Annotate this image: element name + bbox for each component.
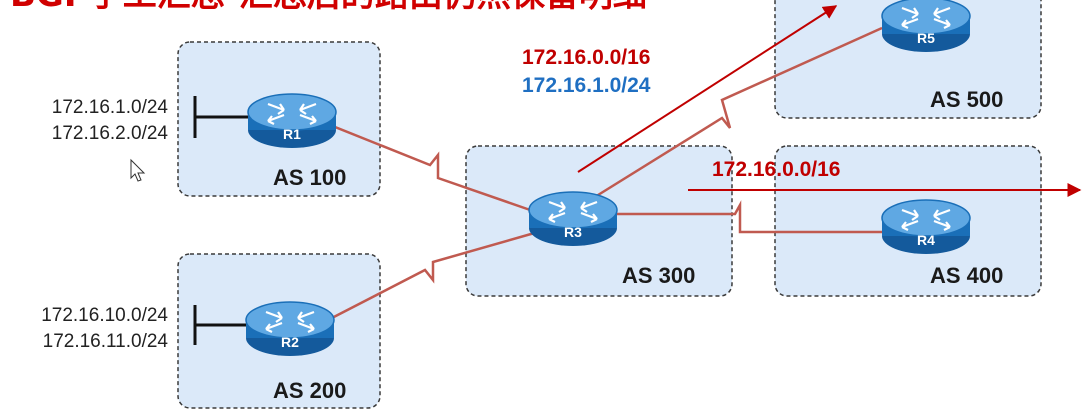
adv-to-r4-summary: 172.16.0.0/16 [712, 158, 840, 181]
r2-network-1: 172.16.10.0/24 [41, 305, 168, 326]
adv-to-r5-specific: 172.16.1.0/24 [522, 74, 651, 97]
router-arrows-icon [901, 6, 951, 29]
router-r1-label: R1 [283, 126, 301, 142]
as500-box [774, 0, 1042, 119]
link-r1-r3 [329, 123, 537, 214]
r2-network-2: 172.16.11.0/24 [43, 331, 169, 352]
link-r3-r5 [589, 26, 883, 202]
as200-label: AS 200 [273, 378, 346, 403]
router-r3[interactable]: R3 [528, 191, 618, 246]
router-r2[interactable]: R2 [245, 301, 335, 356]
link-r2-r3 [327, 230, 539, 322]
router-r3-label: R3 [564, 224, 582, 240]
router-r4[interactable]: R4 [881, 199, 971, 254]
title-fragment: BGP手工汇总-汇总后的路由仍然保留明细 [10, 0, 647, 15]
as300-label: AS 300 [622, 263, 695, 288]
slide-title: BGP手工汇总-汇总后的路由仍然保留明细 [10, 0, 647, 15]
router-arrows-icon [267, 102, 317, 125]
adv-to-r5-summary: 172.16.0.0/16 [522, 46, 650, 69]
arrow-to-r5 [577, 5, 838, 173]
router-arrows-icon [265, 310, 315, 333]
router-arrows-icon [548, 200, 598, 223]
as100-label: AS 100 [273, 165, 346, 190]
lan-stub-r2 [193, 305, 248, 345]
router-r1[interactable]: R1 [247, 93, 337, 148]
router-r2-label: R2 [281, 334, 299, 350]
mouse-cursor-icon [130, 158, 146, 182]
r1-network-2: 172.16.2.0/24 [52, 123, 169, 144]
router-r5[interactable]: R5 [881, 0, 971, 52]
lan-stub-r1 [193, 96, 250, 138]
router-r4-label: R4 [917, 232, 935, 248]
router-arrows-icon [901, 208, 951, 231]
link-r3-r4 [608, 200, 886, 234]
router-r5-label: R5 [917, 30, 935, 46]
as400-label: AS 400 [930, 263, 1003, 288]
as500-label: AS 500 [930, 87, 1003, 112]
r1-network-1: 172.16.1.0/24 [52, 97, 169, 118]
